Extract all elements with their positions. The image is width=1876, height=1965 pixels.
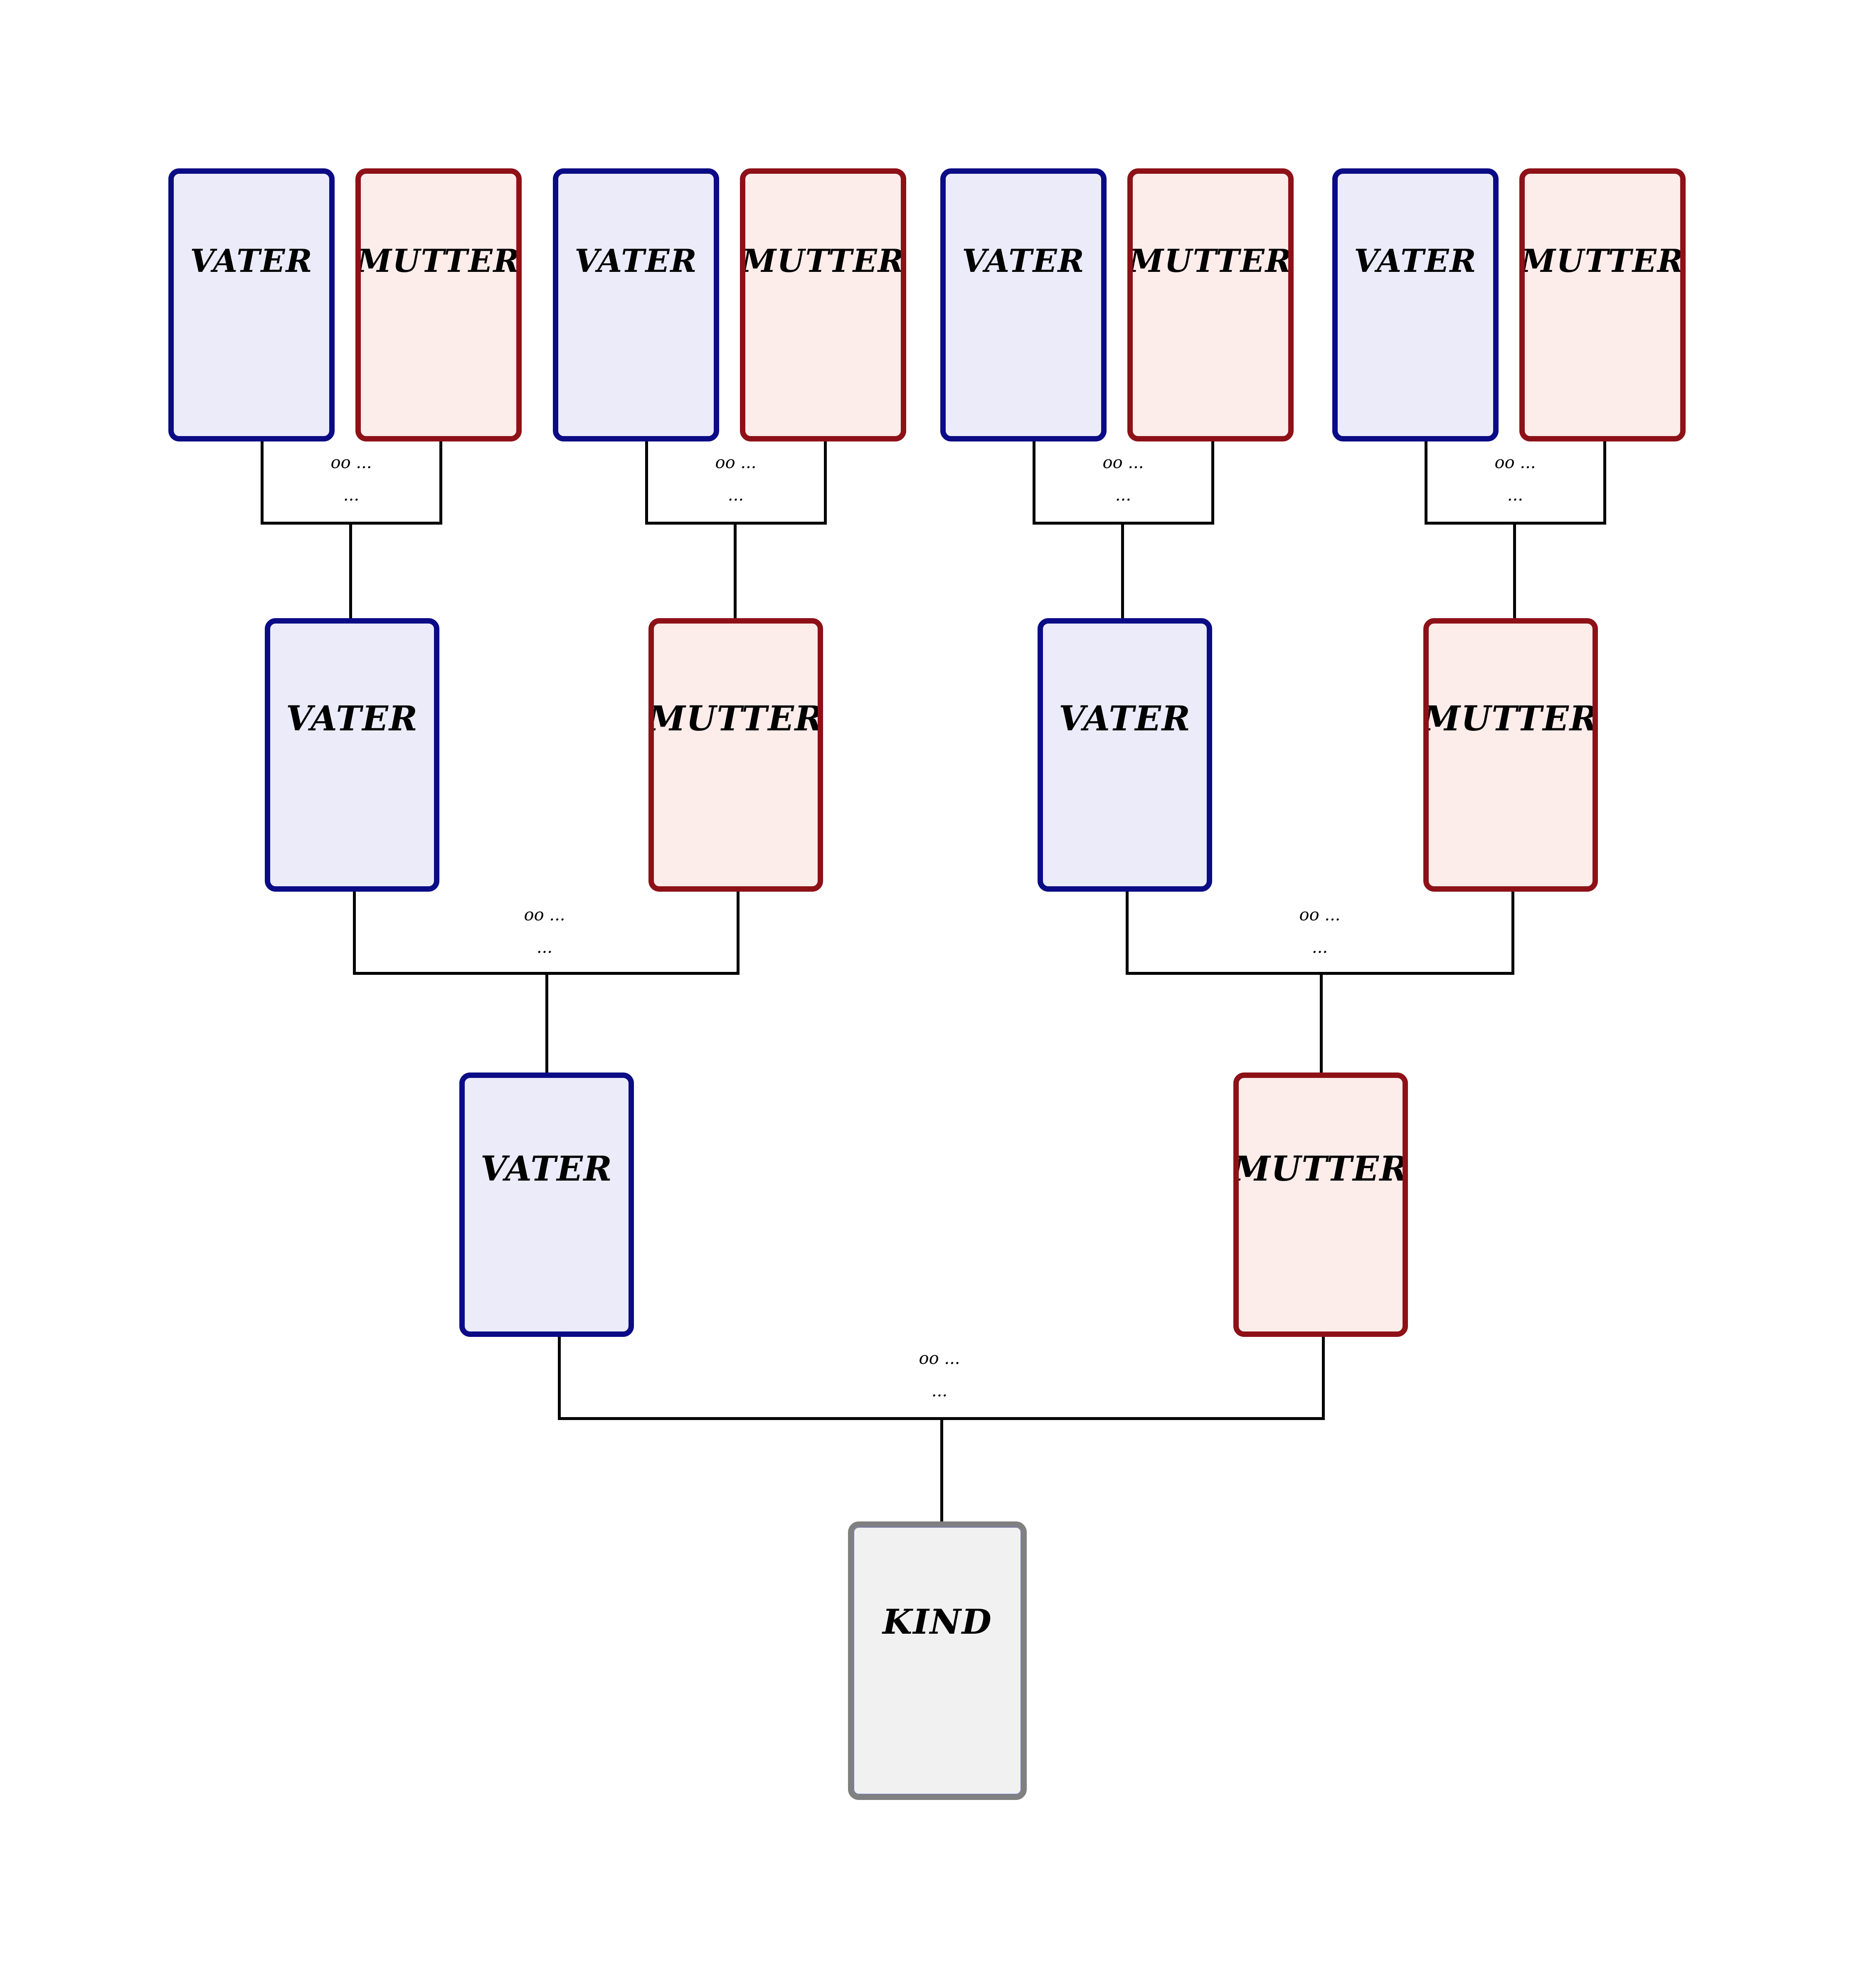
- child-drop-g2: [1320, 972, 1323, 1072]
- person-node-mother[interactable]: MUTTER: [1233, 1072, 1408, 1337]
- union-stub-right-g2: [1511, 892, 1514, 975]
- person-label: VATER: [1058, 699, 1191, 739]
- person-node-great-grandmother-2[interactable]: MUTTER: [740, 168, 906, 441]
- person-label: VATER: [286, 699, 419, 739]
- union-detail-label-g1: ...: [536, 938, 553, 957]
- union-marriage-label-gg3: oo ...: [1102, 453, 1144, 472]
- person-node-grandmother-maternal[interactable]: MUTTER: [1423, 618, 1598, 892]
- union-stub-right-gg4: [1603, 441, 1606, 525]
- union-stub-left-g1: [353, 892, 356, 975]
- child-drop-g1: [545, 972, 548, 1072]
- person-node-father[interactable]: VATER: [459, 1072, 634, 1337]
- person-label: MUTTER: [1233, 1149, 1408, 1189]
- person-label: VATER: [962, 242, 1085, 279]
- union-stub-left-p1: [558, 1337, 561, 1420]
- union-detail-label-gg2: ...: [727, 486, 744, 505]
- person-label: MUTTER: [357, 242, 520, 279]
- child-drop-gg4: [1513, 522, 1516, 618]
- child-drop-p1: [940, 1417, 943, 1522]
- union-stub-right-gg2: [824, 441, 827, 525]
- person-node-great-grandfather-1[interactable]: VATER: [168, 168, 335, 441]
- union-stub-right-p1: [1322, 1337, 1325, 1420]
- person-node-great-grandmother-3[interactable]: MUTTER: [1127, 168, 1294, 441]
- union-stub-right-gg1: [439, 441, 442, 525]
- union-marriage-label-g1: oo ...: [524, 905, 565, 925]
- union-marriage-label-gg1: oo ...: [330, 453, 372, 472]
- person-label: MUTTER: [1521, 242, 1684, 279]
- person-label: KIND: [883, 1602, 992, 1642]
- union-stub-right-g1: [737, 892, 740, 975]
- child-drop-gg3: [1121, 522, 1124, 618]
- union-marriage-label-g2: oo ...: [1299, 905, 1341, 925]
- union-stub-left-gg1: [261, 441, 264, 525]
- union-stub-left-g2: [1126, 892, 1129, 975]
- person-node-child[interactable]: KIND: [848, 1521, 1027, 1800]
- child-drop-gg1: [349, 522, 352, 618]
- union-detail-label-p1: ...: [931, 1381, 948, 1400]
- person-label: MUTTER: [1423, 699, 1598, 739]
- person-label: VATER: [480, 1149, 613, 1189]
- union-detail-label-g2: ...: [1311, 938, 1328, 957]
- child-drop-gg2: [734, 522, 737, 618]
- person-node-great-grandfather-2[interactable]: VATER: [553, 168, 719, 441]
- person-label: MUTTER: [648, 699, 823, 739]
- union-stub-left-gg2: [645, 441, 648, 525]
- person-node-great-grandfather-4[interactable]: VATER: [1332, 168, 1499, 441]
- person-label: MUTTER: [741, 242, 905, 279]
- person-label: VATER: [1354, 242, 1477, 279]
- union-detail-label-gg4: ...: [1507, 486, 1523, 505]
- union-marriage-label-gg2: oo ...: [715, 453, 757, 472]
- union-marriage-label-p1: oo ...: [919, 1349, 960, 1368]
- union-stub-right-gg3: [1211, 441, 1214, 525]
- person-node-grandmother-paternal[interactable]: MUTTER: [648, 618, 823, 892]
- union-detail-label-gg3: ...: [1115, 486, 1132, 505]
- person-node-grandfather-maternal[interactable]: VATER: [1038, 618, 1212, 892]
- person-node-great-grandfather-3[interactable]: VATER: [940, 168, 1107, 441]
- union-marriage-label-gg4: oo ...: [1494, 453, 1536, 472]
- person-node-great-grandmother-4[interactable]: MUTTER: [1519, 168, 1686, 441]
- person-label: MUTTER: [1129, 242, 1292, 279]
- person-node-great-grandmother-1[interactable]: MUTTER: [355, 168, 522, 441]
- person-label: VATER: [574, 242, 698, 279]
- union-detail-label-gg1: ...: [343, 486, 360, 505]
- person-label: VATER: [190, 242, 313, 279]
- union-stub-left-gg3: [1033, 441, 1035, 525]
- union-stub-left-gg4: [1425, 441, 1427, 525]
- person-node-grandfather-paternal[interactable]: VATER: [265, 618, 439, 892]
